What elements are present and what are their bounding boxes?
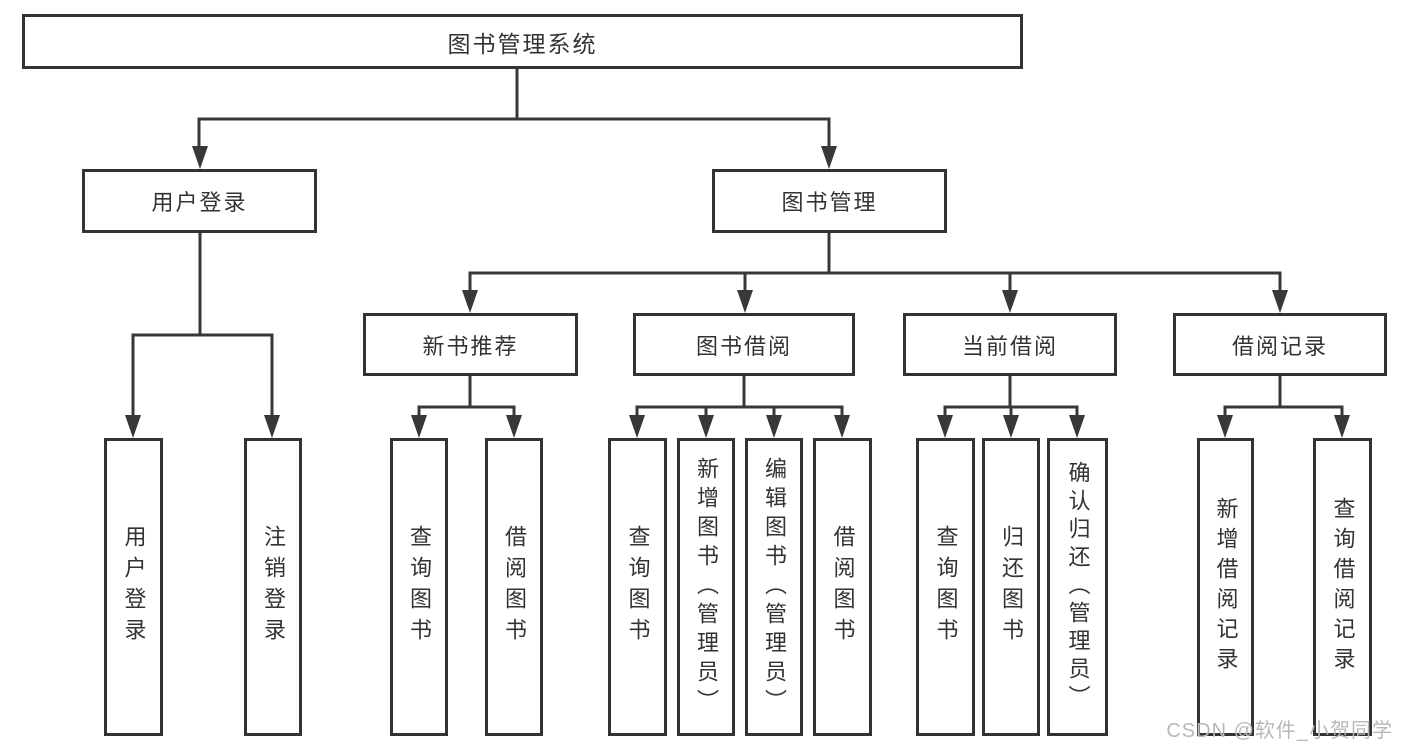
arrowhead bbox=[1003, 415, 1019, 438]
arrowhead bbox=[1069, 415, 1085, 438]
node-current-borrow: 当前借阅 bbox=[903, 313, 1117, 376]
arrowhead bbox=[1002, 290, 1018, 313]
csdn-watermark: CSDN @软件_小贺同学 bbox=[1166, 720, 1393, 742]
arrowhead bbox=[1217, 415, 1233, 438]
leaf-query-books-current: 查询图书 bbox=[916, 438, 975, 736]
node-user-login: 用户登录 bbox=[82, 169, 317, 233]
leaf-add-borrow-record: 新增借阅记录 bbox=[1197, 438, 1254, 736]
arrowhead bbox=[937, 415, 953, 438]
arrowhead bbox=[411, 415, 427, 438]
leaf-confirm-return-admin: 确认归还（管理员） bbox=[1047, 438, 1108, 736]
leaf-user-login: 用户登录 bbox=[104, 438, 163, 736]
node-borrow-records: 借阅记录 bbox=[1173, 313, 1387, 376]
arrowhead bbox=[834, 415, 850, 438]
leaf-logout: 注销登录 bbox=[244, 438, 302, 736]
leaf-edit-books-admin: 编辑图书（管理员） bbox=[745, 438, 803, 736]
arrowhead bbox=[766, 415, 782, 438]
arrowhead bbox=[1334, 415, 1350, 438]
leaf-return-books: 归还图书 bbox=[982, 438, 1040, 736]
arrowhead bbox=[821, 146, 837, 169]
arrowhead bbox=[462, 290, 478, 313]
arrowhead bbox=[264, 415, 280, 438]
arrowhead bbox=[125, 415, 141, 438]
arrowhead bbox=[1272, 290, 1288, 313]
node-system-root: 图书管理系统 bbox=[22, 14, 1023, 69]
arrowhead bbox=[737, 290, 753, 313]
node-book-management: 图书管理 bbox=[712, 169, 947, 233]
node-new-book-recommend: 新书推荐 bbox=[363, 313, 578, 376]
leaf-borrow-books: 借阅图书 bbox=[813, 438, 872, 736]
arrowhead bbox=[506, 415, 522, 438]
node-book-borrow: 图书借阅 bbox=[633, 313, 855, 376]
arrowhead bbox=[698, 415, 714, 438]
arrowhead bbox=[629, 415, 645, 438]
arrowhead bbox=[192, 146, 208, 169]
leaf-query-books-recommend: 查询图书 bbox=[390, 438, 448, 736]
leaf-query-borrow-record: 查询借阅记录 bbox=[1313, 438, 1372, 736]
leaf-borrow-books-recommend: 借阅图书 bbox=[485, 438, 543, 736]
leaf-query-books-borrow: 查询图书 bbox=[608, 438, 667, 736]
leaf-add-books-admin: 新增图书（管理员） bbox=[677, 438, 735, 736]
